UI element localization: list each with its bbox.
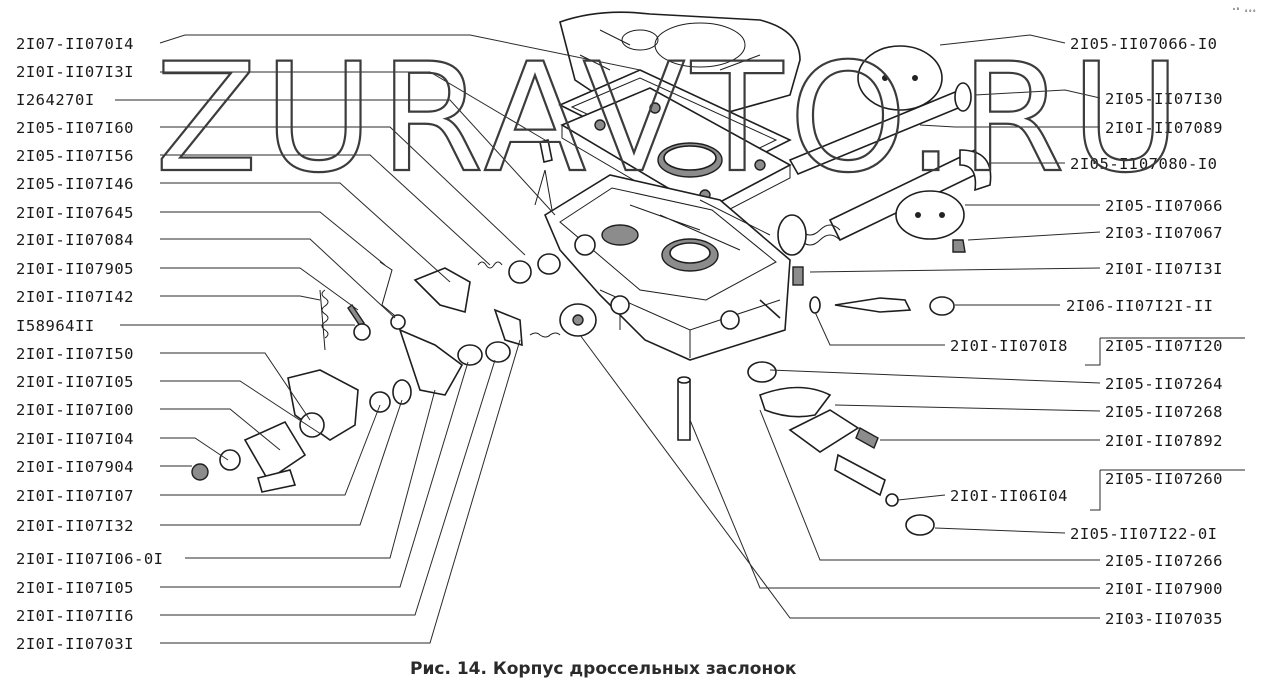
part-label: 2I05-II07260 <box>1105 470 1223 488</box>
parts-drawing <box>191 11 992 536</box>
labels-right: 2I05-II07066-I0 2I05-II07I30 2I0I-II0708… <box>1066 35 1223 628</box>
corner-mark: ᵃᴮ ₀₀₀ <box>1232 7 1257 14</box>
part-label: 2I05-II07266 <box>1105 552 1223 570</box>
part-label: 2I05-II07I56 <box>16 147 134 165</box>
figure-caption: Рис. 14. Корпус дроссельных заслонок <box>410 659 797 679</box>
part-label: 2I0I-II07I04 <box>16 430 134 448</box>
part-label: 2I0I-II070I8 <box>950 337 1068 355</box>
part-label: 2I0I-II07I50 <box>16 345 134 363</box>
part-label: 2I0I-II07I3I <box>16 63 134 81</box>
part-label: 2I0I-II0703I <box>16 635 134 653</box>
part-label: 2I05-II07I60 <box>16 119 134 137</box>
part-label: 2I05-II07066 <box>1105 197 1223 215</box>
part-label: 2I07-II070I4 <box>16 35 134 53</box>
part-label: 2I0I-II07645 <box>16 204 134 222</box>
part-label: 2I05-II07066-I0 <box>1070 35 1217 53</box>
part-label: 2I0I-II06I04 <box>950 487 1068 505</box>
leader-lines <box>115 34 1245 644</box>
part-label: 2I0I-II07I32 <box>16 517 134 535</box>
mixture-screw-parts <box>677 266 955 536</box>
labels-left: 2I07-II070I4 2I0I-II07I3I I264270I 2I05-… <box>16 35 163 653</box>
part-label: I58964II <box>16 317 95 335</box>
part-label: 2I0I-II07I05 <box>16 579 134 597</box>
part-label: 2I0I-II07I06-0I <box>16 550 163 568</box>
part-label: 2I0I-II07089 <box>1105 119 1223 137</box>
part-label: 2I03-II07067 <box>1105 224 1223 242</box>
part-label: 2I0I-II07905 <box>16 260 134 278</box>
part-label: 2I0I-II07084 <box>16 231 134 249</box>
part-label: 2I0I-II07II6 <box>16 607 134 625</box>
part-label: 2I0I-II07I3I <box>1105 260 1223 278</box>
part-label: 2I0I-II07904 <box>16 458 134 476</box>
part-label: 2I03-II07035 <box>1105 610 1223 628</box>
part-label: 2I0I-II07I07 <box>16 487 134 505</box>
part-label: 2I0I-II07I05 <box>16 373 134 391</box>
linkage-parts <box>191 139 597 493</box>
part-label: 2I05-II07I46 <box>16 175 134 193</box>
part-label: 2I05-II07I20 <box>1105 337 1223 355</box>
throttle-shafts <box>777 45 992 256</box>
part-label: 2I05-II07080-I0 <box>1070 155 1217 173</box>
part-label: 2I05-II07I30 <box>1105 90 1223 108</box>
part-label: 2I05-II07264 <box>1105 375 1223 393</box>
part-label: 2I0I-II07900 <box>1105 580 1223 598</box>
part-label: 2I0I-II07892 <box>1105 432 1223 450</box>
part-label: 2I0I-II07I42 <box>16 288 134 306</box>
spacer-plate <box>560 87 792 223</box>
part-label: 2I05-II07I22-0I <box>1070 525 1217 543</box>
part-label: I264270I <box>16 91 95 109</box>
watermark: ZURAVTO.RU <box>155 32 1187 206</box>
throttle-body <box>543 174 791 361</box>
labels-mid: 2I0I-II070I8 2I0I-II06I04 <box>950 337 1068 505</box>
part-label: 2I05-II07268 <box>1105 403 1223 421</box>
part-label: 2I0I-II07I00 <box>16 401 134 419</box>
part-label: 2I06-II07I2I-II <box>1066 297 1213 315</box>
